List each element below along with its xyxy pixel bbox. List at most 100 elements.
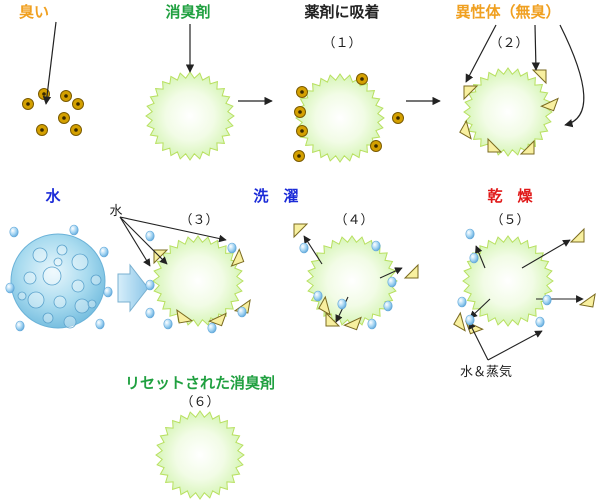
wash-ball-step4 [306, 235, 398, 327]
isomer-triangle [459, 119, 472, 140]
wash-ball-step3 [152, 235, 244, 327]
isomer-triangle [293, 223, 309, 239]
water-drop [5, 282, 15, 294]
water-drop [145, 279, 155, 291]
foreign-arrow-2 [531, 24, 541, 71]
isomer-triangle [230, 248, 245, 267]
release-arrow-5a [475, 245, 486, 269]
water-drop [465, 228, 475, 240]
foreign-triangles [459, 69, 559, 155]
water-drop [207, 322, 217, 334]
foreign-label: 異性体（無臭） [455, 3, 560, 21]
water-arrow-2 [119, 216, 151, 267]
isomer-triangle [208, 312, 227, 327]
water-bubble [53, 257, 63, 267]
step4-triangles [293, 223, 419, 331]
odor-dot [293, 150, 305, 162]
water-small-label: 水 [109, 204, 122, 219]
odor-dot [36, 124, 48, 136]
water-drop [9, 226, 19, 238]
step2-label: （２） [489, 36, 528, 51]
foreign-arrow-3 [559, 24, 585, 128]
foreign-ball [463, 67, 553, 157]
water-arrow-3 [119, 216, 168, 265]
release-arrow-5b [521, 239, 571, 269]
water-bubble [74, 298, 90, 314]
odor-dot [294, 106, 306, 118]
water-drop [69, 224, 79, 236]
water-drop [95, 318, 105, 330]
water-drop [469, 252, 479, 264]
odor-dot [296, 125, 308, 137]
step4-label: （４） [334, 213, 373, 228]
water-drop [337, 298, 347, 310]
deodorant-label: 消臭剤 [165, 3, 210, 21]
water-drop [145, 230, 155, 242]
adsorbed-odor-molecules [293, 73, 404, 162]
water-bubble [63, 315, 77, 329]
reset-ball [155, 410, 245, 500]
odor-dot [356, 73, 368, 85]
water-drop [383, 300, 393, 312]
deodorant-ball [145, 71, 235, 161]
odor-arrow [42, 21, 57, 105]
isomer-triangle [403, 263, 419, 279]
water-drop [387, 276, 397, 288]
dry-label: 乾 燥 [487, 187, 533, 205]
odor-dot [60, 90, 72, 102]
water-drop [542, 294, 552, 306]
step3-label: （３） [179, 213, 218, 228]
odor-dot [70, 124, 82, 136]
steam-arrow-2 [487, 330, 543, 361]
water-bubble [90, 274, 102, 286]
steam-label: 水＆蒸気 [460, 364, 512, 380]
step6-label: （６） [180, 395, 219, 410]
odor-dot [370, 140, 382, 152]
steam-arrow-1 [468, 321, 489, 361]
water-drop [535, 316, 545, 328]
water-bubble [17, 291, 27, 301]
isomer-triangle [318, 295, 331, 316]
odor-dot [22, 98, 34, 110]
water-bubble [71, 253, 89, 271]
odor-molecules [22, 88, 84, 136]
step1-label: （１） [322, 36, 361, 51]
isomer-triangle [569, 227, 585, 243]
odor-dot [296, 86, 308, 98]
water-sphere [10, 233, 106, 329]
water-drops [5, 224, 552, 334]
water-flow-arrow [117, 263, 149, 313]
water-bubble [42, 266, 62, 286]
release-arrow-4b [379, 267, 403, 279]
water-drop [313, 290, 323, 302]
water-drop [299, 242, 309, 254]
isomer-triangle [578, 293, 596, 308]
step5-label: （５） [490, 213, 529, 228]
water-arrow-1 [119, 216, 227, 243]
water-drop [371, 240, 381, 252]
water-drop [367, 318, 377, 330]
water-bubble [27, 291, 45, 309]
reset-label: リセットされた消臭剤 [125, 374, 275, 392]
water-drop [457, 296, 467, 308]
release-arrow-5d [469, 298, 491, 319]
water-bubble [32, 247, 48, 263]
isomer-triangle [453, 311, 466, 332]
isomer-triangle [176, 309, 194, 324]
water-label: 水 [45, 187, 61, 205]
water-drop [237, 306, 247, 318]
release-arrow-4c [335, 296, 349, 323]
isomer-triangle [343, 316, 362, 331]
water-bubble [23, 271, 37, 285]
water-drop [103, 286, 113, 298]
odor-dot [392, 112, 404, 124]
foreign-arrow-1 [465, 24, 497, 83]
odor-dot [58, 112, 70, 124]
adsorb-label: 薬剤に吸着 [303, 3, 379, 21]
isomer-triangle [463, 85, 479, 101]
water-drop [465, 314, 475, 326]
water-bubble [87, 299, 97, 309]
isomer-triangle [540, 97, 559, 112]
water-bubble [56, 244, 68, 256]
